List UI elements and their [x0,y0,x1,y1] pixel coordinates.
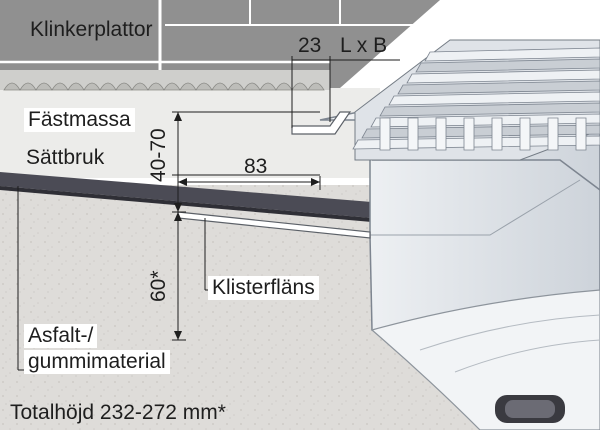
label-sattbruk: Sättbruk [26,146,105,169]
label-klisterflans: Klisterfläns [208,276,319,300]
dimension-lines [17,56,400,371]
grating-tooth [547,117,559,151]
grating-tooth [491,117,503,151]
grating-tooth [435,117,447,151]
label-fastmassa: Fästmassa [24,108,135,132]
label-klinkerplattor: Klinkerplattor [30,18,153,41]
grating-tooth [519,117,531,151]
grating-bar [406,69,600,84]
grating-bar [388,91,600,106]
grating-tooth [407,117,419,151]
grating-bar [370,113,600,128]
dim-flange-gap: 23 [298,34,322,57]
grating-tooth [463,117,475,151]
label-asfalt-line1: Asfalt-/ [24,324,98,348]
label-asfalt-line2: gummimaterial [24,350,170,374]
grating-bar [424,47,600,62]
membrane-layer [0,172,372,218]
frame-lip [291,111,352,135]
dim-flange-width: 83 [244,155,268,178]
grating-tooth [379,117,391,151]
grating-bars [352,47,600,151]
dim-grate-size: L x B [340,34,388,57]
dim-bed-height: 40-70 [147,128,170,182]
dim-lower-height: 60* [147,270,170,302]
grating-bar [397,80,600,95]
grating-bar [379,102,600,117]
label-totalhojd: Totalhöjd 232-272 mm* [10,401,226,424]
grating-tooth [575,117,587,151]
grating-bar [415,58,600,73]
